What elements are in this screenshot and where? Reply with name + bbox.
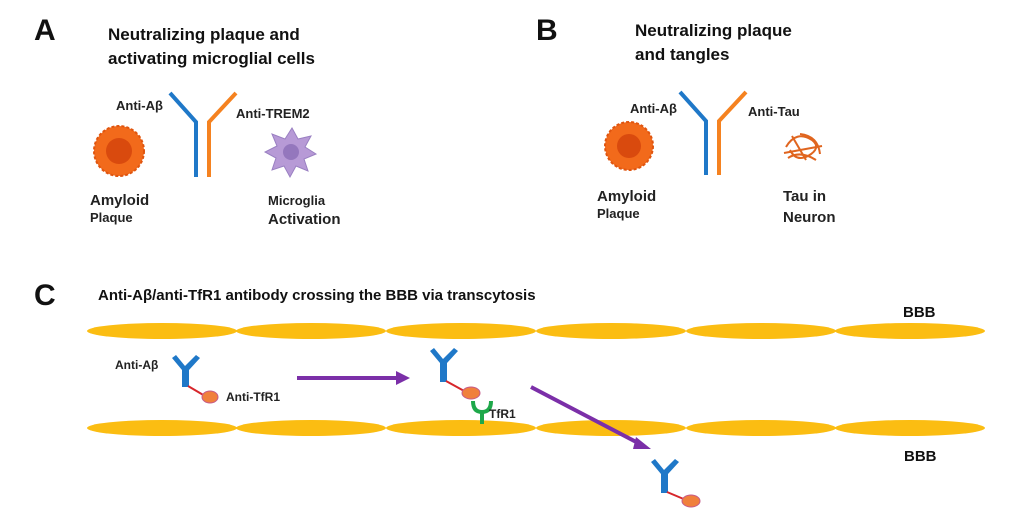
tfr1-receptor-icon — [471, 400, 493, 424]
bbb-bottom-label: BBB — [904, 448, 937, 465]
label-tfr1: TfR1 — [489, 407, 516, 421]
bbb-bottom-layer — [87, 420, 985, 436]
label-microglia: Microglia — [268, 193, 326, 208]
endothelial-cell — [536, 323, 686, 339]
bispecific-antibody-icon-b — [678, 90, 748, 175]
panel-c-title: Anti-Aβ/anti-TfR1 antibody crossing the … — [98, 287, 536, 304]
endothelial-cell — [386, 420, 536, 436]
label-amyloid-a: Amyloid — [90, 192, 149, 209]
endothelial-cell — [386, 323, 536, 339]
label-amyloid-b: Amyloid — [597, 188, 656, 205]
panel-a-title-line1: Neutralizing plaque and — [108, 25, 300, 44]
panel-a: A Neutralizing plaque and activating mic… — [34, 14, 341, 228]
panel-b-letter: B — [536, 14, 558, 47]
endothelial-cell — [87, 323, 237, 339]
label-plaque-b: Plaque — [597, 206, 640, 221]
panel-b: B Neutralizing plaque and tangles Anti-A… — [536, 14, 836, 226]
arrow-right-icon — [297, 371, 410, 385]
bbb-top-label: BBB — [903, 304, 936, 321]
amyloid-plaque-icon — [604, 121, 654, 171]
endothelial-cell — [686, 323, 836, 339]
label-anti-tau: Anti-Tau — [748, 104, 800, 119]
endothelial-cell — [835, 323, 985, 339]
label-anti-trem2: Anti-TREM2 — [236, 106, 310, 121]
endothelial-cell — [686, 420, 836, 436]
label-plaque-a: Plaque — [90, 210, 133, 225]
arrow-diagonal-icon — [530, 385, 651, 449]
panel-a-title-line2: activating microglial cells — [108, 49, 315, 68]
label-neuron: Neuron — [783, 209, 836, 226]
endothelial-cell — [835, 420, 985, 436]
antibody-tfr1-icon-1 — [172, 355, 219, 404]
panel-c-letter: C — [34, 279, 56, 312]
endothelial-cell — [87, 420, 237, 436]
antibody-tfr1-icon-2 — [430, 348, 481, 400]
panel-c: C Anti-Aβ/anti-TfR1 antibody crossing th… — [34, 279, 985, 508]
tau-tangle-icon — [783, 133, 823, 161]
label-anti-abeta-c: Anti-Aβ — [115, 358, 158, 372]
panel-b-title-line2: and tangles — [635, 45, 729, 64]
microglia-icon — [263, 127, 318, 179]
label-tau-in: Tau in — [783, 188, 826, 205]
amyloid-plaque-icon — [93, 125, 145, 177]
label-anti-abeta-b: Anti-Aβ — [630, 101, 677, 116]
label-anti-tfr1: Anti-TfR1 — [226, 390, 280, 404]
endothelial-cell — [236, 420, 386, 436]
bbb-top-layer — [87, 323, 985, 339]
label-activation: Activation — [268, 211, 341, 228]
bispecific-antibody-icon-a — [168, 91, 238, 177]
endothelial-cell — [236, 323, 386, 339]
panel-b-title-line1: Neutralizing plaque — [635, 21, 792, 40]
panel-a-letter: A — [34, 14, 56, 47]
label-anti-abeta-a: Anti-Aβ — [116, 98, 163, 113]
antibody-tfr1-icon-3 — [651, 459, 701, 508]
